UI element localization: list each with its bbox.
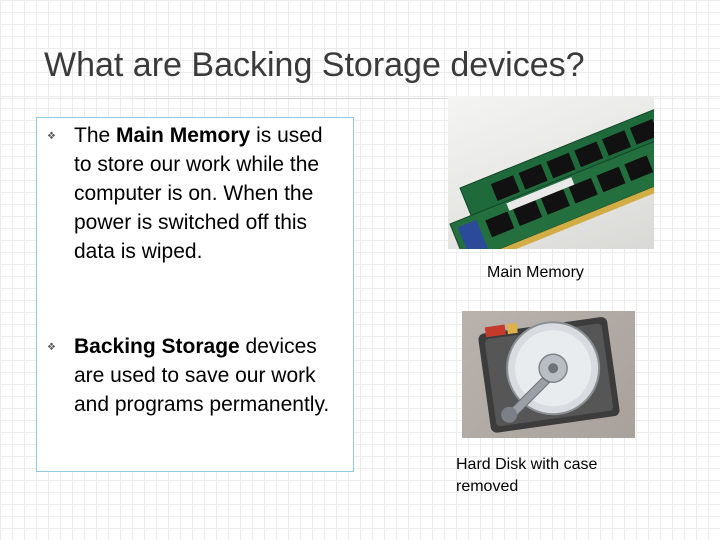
- bullet-bold-term: Backing Storage: [74, 335, 240, 358]
- bullet-text: Backing Storage devices are used to save…: [74, 332, 344, 419]
- title-divider: [0, 98, 720, 99]
- bullet-icon: ❖: [47, 342, 56, 353]
- ram-module-image: [448, 96, 654, 249]
- ram-module-illustration: [449, 108, 654, 249]
- slide-title: What are Backing Storage devices?: [44, 46, 585, 84]
- bullet-icon: ❖: [47, 131, 56, 142]
- bullet-text-lead: The: [74, 124, 117, 147]
- bullet-text-rest: is used to store our work while the comp…: [74, 124, 323, 263]
- ram-image-caption: Main Memory: [487, 264, 584, 281]
- hard-disk-image-caption: Hard Disk with case removed: [456, 456, 598, 495]
- hard-disk-illustration: [478, 317, 620, 433]
- hard-disk-image: [462, 311, 635, 438]
- bullet-bold-term: Main Memory: [116, 124, 251, 147]
- content-text-box: ❖ The Main Memory is used to store our w…: [36, 117, 354, 472]
- bullet-text-rest: devices are used to save our work and pr…: [74, 335, 330, 416]
- bullet-text: The Main Memory is used to store our wor…: [74, 121, 344, 266]
